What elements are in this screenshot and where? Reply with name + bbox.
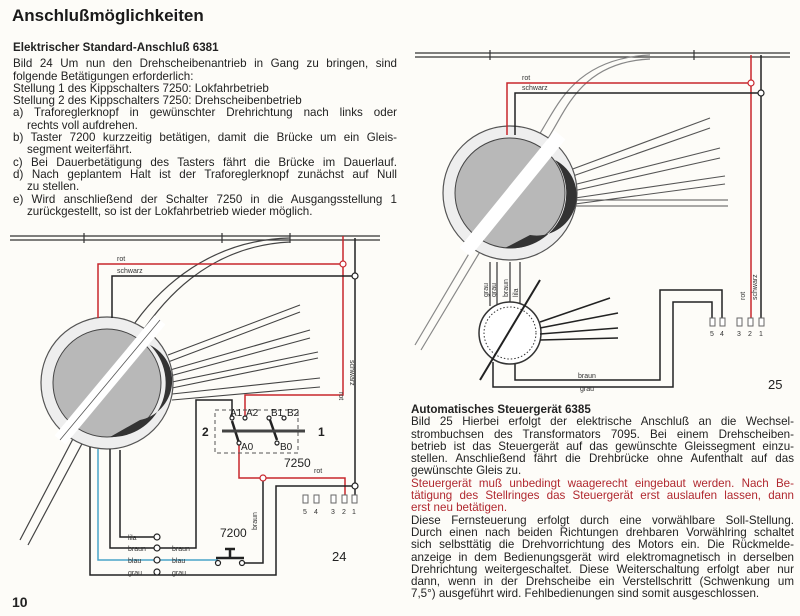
list-item-b: b) Taster 7200 kurzzeitig betätigen, dam… <box>13 131 397 145</box>
pushbutton-7200 <box>216 547 244 560</box>
terminal-4: 4 <box>314 509 318 516</box>
wire-label-braun: braun <box>503 279 510 297</box>
wire-label-blau: blau <box>128 558 141 565</box>
radial-tracks <box>569 117 728 207</box>
terminal-2: 2 <box>342 509 346 516</box>
wire-label-rot: rot <box>117 256 125 263</box>
switch-contact-b1: B1 <box>271 408 284 419</box>
main-track <box>10 233 380 243</box>
switch-contact-a2: A2 <box>246 408 259 419</box>
switch-position-1: 1 <box>318 425 325 439</box>
warning-line: tätigung des Stellringes das Steuergerät… <box>411 489 794 503</box>
wire-label-schwarz: schwarz <box>117 268 143 275</box>
terminal-strip-25 <box>709 317 765 327</box>
text-line: stellen. Anschließend fährt die Drehbrüc… <box>411 452 794 466</box>
wire-label-lila: lila <box>128 535 137 542</box>
list-item-e: e) Wird anschließend der Schalter 7250 i… <box>13 192 397 206</box>
text-line: sich selbsttätig die Drehvorrichtung des… <box>411 538 794 552</box>
wire-label-lila: lila <box>513 288 520 297</box>
switch-contact-b2: B2 <box>287 408 300 419</box>
wire-label-grau: grau <box>580 386 594 393</box>
text-line: strombuchsen des Transformators 7095. Be… <box>411 427 794 441</box>
radial-tracks <box>167 304 321 401</box>
section-heading: Elektrischer Standard-Anschluß 6381 <box>13 41 219 54</box>
terminal-2: 2 <box>748 331 752 338</box>
page-title: Anschlußmöglichkeiten <box>12 6 204 25</box>
text-line: Durch einen nach beiden Richtungen drehb… <box>411 525 794 539</box>
text-line: Bild 24 Um nun den Drehscheibenantrieb i… <box>13 57 397 71</box>
text-line: Stellung 1 des Kippschalters 7250: Lokfa… <box>13 81 269 95</box>
terminal-1: 1 <box>352 509 356 516</box>
wire-label-grau: grau <box>483 283 490 297</box>
text-line: dann, wenn in der Drehscheibe ein Verste… <box>411 575 794 589</box>
text-line: betrieb ist das Steuergerät auf das gewü… <box>411 439 794 453</box>
terminal-5: 5 <box>710 331 714 338</box>
terminal-3: 3 <box>737 331 741 338</box>
text-line: Drehrichtung weitergeschaltet. Diese Wei… <box>411 562 794 576</box>
wire-label-braun: braun <box>252 512 259 530</box>
wire-label-grau: grau <box>128 570 142 577</box>
figure-number-25: 25 <box>768 377 782 392</box>
turntable <box>442 125 578 261</box>
button-label-7200: 7200 <box>220 526 247 540</box>
text-line: anzeige in dem Bedienungsgerät wird elek… <box>411 550 794 564</box>
text-line: rechts voll aufdrehen. <box>27 118 138 132</box>
terminal-strip-24 <box>302 494 358 504</box>
terminal-5: 5 <box>303 509 307 516</box>
list-item-a: a) Traforeglerknopf in gewünschter Drehr… <box>13 106 397 120</box>
wires <box>489 55 762 388</box>
warning-line: erst neu betätigen. <box>411 501 508 515</box>
section-steuergeraet: Automatisches Steuergerät 6385 Bild 25 H… <box>411 403 794 601</box>
wire-label-braun: braun <box>128 546 146 553</box>
turntable <box>40 315 174 450</box>
switch-contact-a1: A1 <box>230 408 243 419</box>
list-item-c: c) Bei Dauerbetätigung des Tasters fährt… <box>13 155 397 169</box>
terminal-3: 3 <box>331 509 335 516</box>
switch-contact-b0: B0 <box>280 442 293 453</box>
wire-label-rot: rot <box>740 292 747 300</box>
wire-label-rot: rot <box>314 468 322 475</box>
text-line: zurückgestellt, so ist der Lokfahrbetrie… <box>27 204 313 218</box>
wire-label-rot: rot <box>337 392 344 400</box>
wire-label-schwarz: schwarz <box>522 85 548 92</box>
steuergeraet-6385 <box>478 279 619 381</box>
wire-label-schwarz: schwarz <box>348 360 355 386</box>
page-number: 10 <box>12 594 28 610</box>
connection-points <box>153 260 359 576</box>
wire-label-rot: rot <box>522 75 530 82</box>
switch-position-2: 2 <box>202 425 209 439</box>
figure-number-24: 24 <box>332 549 346 564</box>
wire-label-braun: braun <box>578 373 596 380</box>
text-line: Diese Fernsteuerung erfolgt durch eine v… <box>411 513 794 527</box>
curved-track <box>414 54 651 351</box>
section-standard-anschluss: Elektrischer Standard-Anschluß 6381 Bild… <box>13 41 397 218</box>
wire-label-grau: grau <box>172 570 186 577</box>
wire-label-braun: braun <box>172 546 190 553</box>
text-line: 7,5°) ausgeführt wird. Fehlbedienungen s… <box>411 587 760 601</box>
switch-contact-a0: A0 <box>241 442 254 453</box>
warning-line: Steuergerät muß unbedingt waagerecht ein… <box>411 476 794 490</box>
wire-label-grau: grau <box>491 283 498 297</box>
text-line: segment weiterfährt. <box>27 143 133 157</box>
switch-label-7250: 7250 <box>284 456 311 470</box>
wire-label-blau: blau <box>172 558 185 565</box>
text-line: gewünschte Gleis zu. <box>411 464 522 478</box>
terminal-1: 1 <box>759 331 763 338</box>
text-line: zu stellen. <box>27 180 80 194</box>
section-heading: Automatisches Steuergerät 6385 <box>411 403 591 416</box>
text-line: Bild 25 Hierbei erfolgt der elektrische … <box>411 415 794 429</box>
wires <box>89 236 356 576</box>
text-line: Stellung 2 des Kippschalters 7250: Drehs… <box>13 94 302 108</box>
terminal-4: 4 <box>720 331 724 338</box>
wire-label-schwarz: schwarz <box>752 274 759 300</box>
main-track <box>415 50 790 60</box>
text-line: folgende Betätigungen erforderlich: <box>13 69 194 83</box>
list-item-d: d) Nach geplantem Halt ist der Traforegl… <box>13 167 397 181</box>
